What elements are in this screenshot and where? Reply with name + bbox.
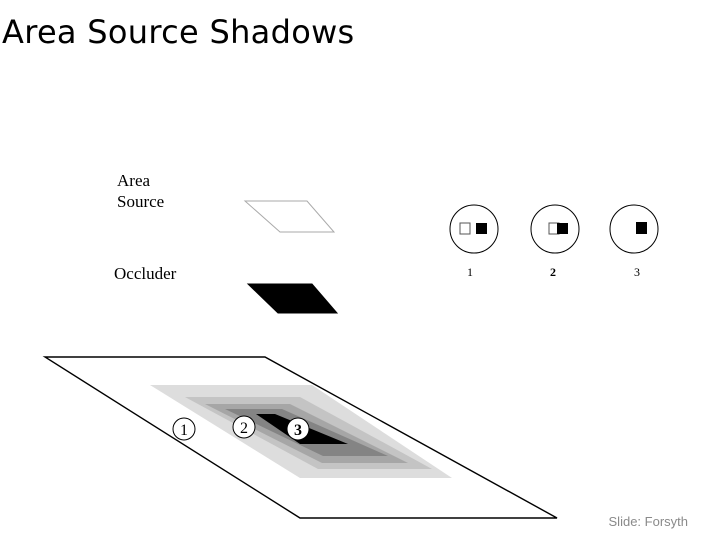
view-1-occluder-square (476, 223, 487, 234)
area-source-shape (243, 200, 336, 233)
slide-title: Area Source Shadows (2, 13, 355, 51)
view-1-source-square (459, 222, 471, 235)
slide-credit: Slide: Forsyth (608, 514, 688, 529)
region-marker-2: 2 (232, 415, 256, 439)
area-source-label-line1: Area (117, 171, 150, 190)
view-3-caption: 3 (634, 265, 640, 279)
region-marker-1: 1 (172, 417, 196, 441)
region-marker-3-label: 3 (294, 422, 302, 439)
region-marker-1-label: 1 (180, 422, 188, 439)
area-source-label-line2: Source (117, 192, 164, 211)
view-2-caption: 2 (550, 265, 556, 279)
view-3-occluder-square (636, 222, 647, 234)
view-from-region-1: 1 (449, 204, 499, 279)
region-marker-3: 3 (286, 417, 310, 441)
occluder-shape (246, 283, 339, 314)
view-1-caption: 1 (467, 265, 473, 279)
view-from-region-3: 3 (609, 204, 659, 279)
view-2-occluder-square (557, 223, 568, 234)
view-from-region-2: 2 (530, 204, 580, 279)
region-marker-2-label: 2 (240, 420, 248, 437)
occluder-label: Occluder (114, 264, 177, 283)
